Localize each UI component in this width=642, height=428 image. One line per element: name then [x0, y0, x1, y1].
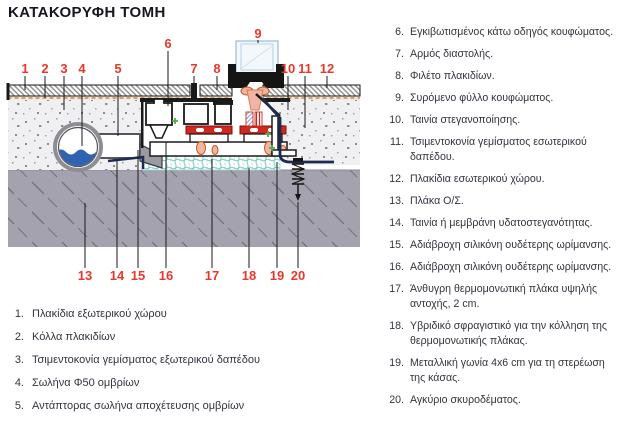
legend-item-number: 11. [390, 136, 404, 148]
legend-item-number: 20. [389, 394, 404, 406]
legend-item-7: 7. Αρμός διαστολής. [386, 47, 642, 62]
legend-item-9: 9. Συρόμενο φύλλο κουφώματος. [386, 91, 642, 106]
callout-number-3: 3 [60, 61, 67, 76]
rain-pipe [53, 122, 103, 172]
legend-item-number: 10. [389, 114, 404, 126]
page-title: ΚΑΤΑΚΟΡΥΦΗ ΤΟΜΗ [8, 4, 166, 21]
membrane-left [107, 155, 145, 169]
legend-item-15: 15. Αδιάβροχη σιλικόνη ουδέτερης ωρίμανση… [386, 238, 642, 253]
legend-item-20: 20. Αγκύριο σκυροδέματος. [386, 393, 642, 408]
legend-item-number: 16. [389, 261, 404, 273]
legend-item-12: 12. Πλακίδια εσωτερικού χώρου. [386, 172, 642, 187]
legend-item-number: 9. [395, 92, 404, 104]
legend-item-text: Αρμός διαστολής. [410, 48, 494, 60]
legend-item-text: Τσιμεντοκονία γεμίσματος εξωτερικού δαπέ… [32, 354, 260, 366]
legend-item-1: 1. Πλακίδια εξωτερικού χώρου [10, 307, 370, 321]
legend-item-3: 3. Τσιμεντοκονία γεμίσματος εξωτερικού δα… [10, 353, 370, 367]
legend-item-number: 1. [14, 308, 24, 320]
legend-item-number: 7. [395, 48, 404, 60]
legend-item-5: 5. Αντάπτορας σωλήνα αποχέτευσης ομβρίων [10, 399, 370, 413]
legend-item-text: Κόλλα πλακιδίων [32, 331, 116, 343]
callout-number-10: 10 [281, 61, 295, 76]
legend-item-text: Αγκύριο σκυροδέματος. [410, 394, 521, 406]
legend-item-2: 2. Κόλλα πλακιδίων [10, 330, 370, 344]
legend-right: 6. Εγκιβωτισμένος κάτω οδηγός κουφώματος.… [386, 25, 642, 415]
legend-item-4: 4. Σωλήνα Φ50 ομβρίων [10, 376, 370, 390]
legend-item-number: 4. [14, 377, 24, 389]
callout-number-12: 12 [320, 61, 334, 76]
callout-number-6: 6 [164, 36, 171, 51]
callout-number-9: 9 [254, 28, 261, 41]
legend-item-13: 13. Πλάκα Ο/Σ. [386, 194, 642, 209]
callout-number-8: 8 [213, 61, 220, 76]
callout-number-17: 17 [205, 268, 219, 283]
legend-item-14: 14. Ταινία ή μεμβράνη υδατοστεγανότητας. [386, 216, 642, 231]
exterior-tiles [7, 84, 191, 97]
legend-left: 1. Πλακίδια εξωτερικού χώρου 2. Κόλλα πλακι… [10, 307, 370, 422]
callout-number-16: 16 [159, 268, 173, 283]
callout-number-2: 2 [41, 61, 48, 76]
callout-number-11: 11 [298, 61, 312, 76]
legend-item-number: 8. [395, 70, 404, 82]
tile-fillet [199, 84, 233, 97]
legend-item-18: 18. Υβριδικό σφραγιστικό για την κόλληση … [386, 319, 642, 349]
silicone-marks [172, 118, 275, 151]
callout-number-5: 5 [114, 61, 121, 76]
legend-item-number: 13. [389, 195, 404, 207]
legend-item-text: Φιλέτο πλακιδίων. [410, 70, 495, 82]
legend-item-number: 17. [389, 283, 404, 295]
callout-number-1: 1 [21, 61, 28, 76]
legend-item-text: Σωλήνα Φ50 ομβρίων [32, 377, 140, 389]
door-frame-section [140, 98, 290, 157]
callout-number-20: 20 [291, 268, 305, 283]
legend-item-text: Αδιάβροχη σιλικόνη ουδέτερης ωρίμανσης. [410, 239, 612, 251]
legend-item-number: 2. [14, 331, 24, 343]
legend-item-number: 12. [389, 173, 404, 185]
legend-item-number: 18. [389, 320, 404, 332]
concrete-slab [8, 170, 360, 247]
legend-item-text: Πλακίδια εσωτερικού χώρου. [410, 173, 545, 185]
legend-item-19: 19. Μεταλλική γωνία 4x6 cm για τη στερέωσ… [386, 356, 642, 386]
callout-number-18: 18 [242, 268, 256, 283]
legend-item-text: Πλάκα Ο/Σ. [410, 195, 464, 207]
legend-item-number: 14. [389, 217, 404, 229]
legend-item-number: 15. [389, 239, 404, 251]
legend-item-text: Συρόμενο φύλλο κουφώματος. [410, 92, 554, 104]
legend-item-text: Υβριδικό σφραγιστικό για την κόλληση της… [410, 320, 608, 347]
legend-item-number: 6. [395, 26, 404, 38]
callout-number-19: 19 [270, 268, 284, 283]
legend-item-8: 8. Φιλέτο πλακιδίων. [386, 69, 642, 84]
legend-item-text: Ταινία στεγανοποίησης. [410, 114, 521, 126]
legend-item-number: 3. [14, 354, 24, 366]
expansion-joint [191, 83, 197, 102]
legend-item-10: 10. Ταινία στεγανοποίησης. [386, 113, 642, 128]
callout-number-7: 7 [190, 61, 197, 76]
legend-item-number: 19. [389, 357, 404, 369]
legend-item-16: 16. Αδιάβροχη σιλικόνη ουδέτερης ωρίμανση… [386, 260, 642, 275]
callout-number-14: 14 [110, 268, 125, 283]
membrane-right [260, 97, 334, 164]
callout-number-15: 15 [131, 268, 145, 283]
leaf-rail [228, 72, 284, 88]
legend-item-number: 5. [14, 400, 24, 412]
callout-number-13: 13 [78, 268, 92, 283]
legend-item-text: Εγκιβωτισμένος κάτω οδηγός κουφώματος. [410, 26, 614, 38]
legend-item-text: Αντάπτορας σωλήνα αποχέτευσης ομβρίων [32, 400, 245, 412]
concrete-anchor [290, 158, 306, 201]
leaf-seal-funnel [246, 89, 264, 111]
legend-item-text: Ταινία ή μεμβράνη υδατοστεγανότητας. [410, 217, 593, 229]
sliding-leaf [228, 40, 284, 111]
legend-item-6: 6. Εγκιβωτισμένος κάτω οδηγός κουφώματος. [386, 25, 642, 40]
callout-number-4: 4 [78, 61, 86, 76]
legend-item-text: Αδιάβροχη σιλικόνη ουδέτερης ωρίμανσης. [410, 261, 612, 273]
legend-item-text: Πλακίδια εξωτερικού χώρου [32, 308, 167, 320]
